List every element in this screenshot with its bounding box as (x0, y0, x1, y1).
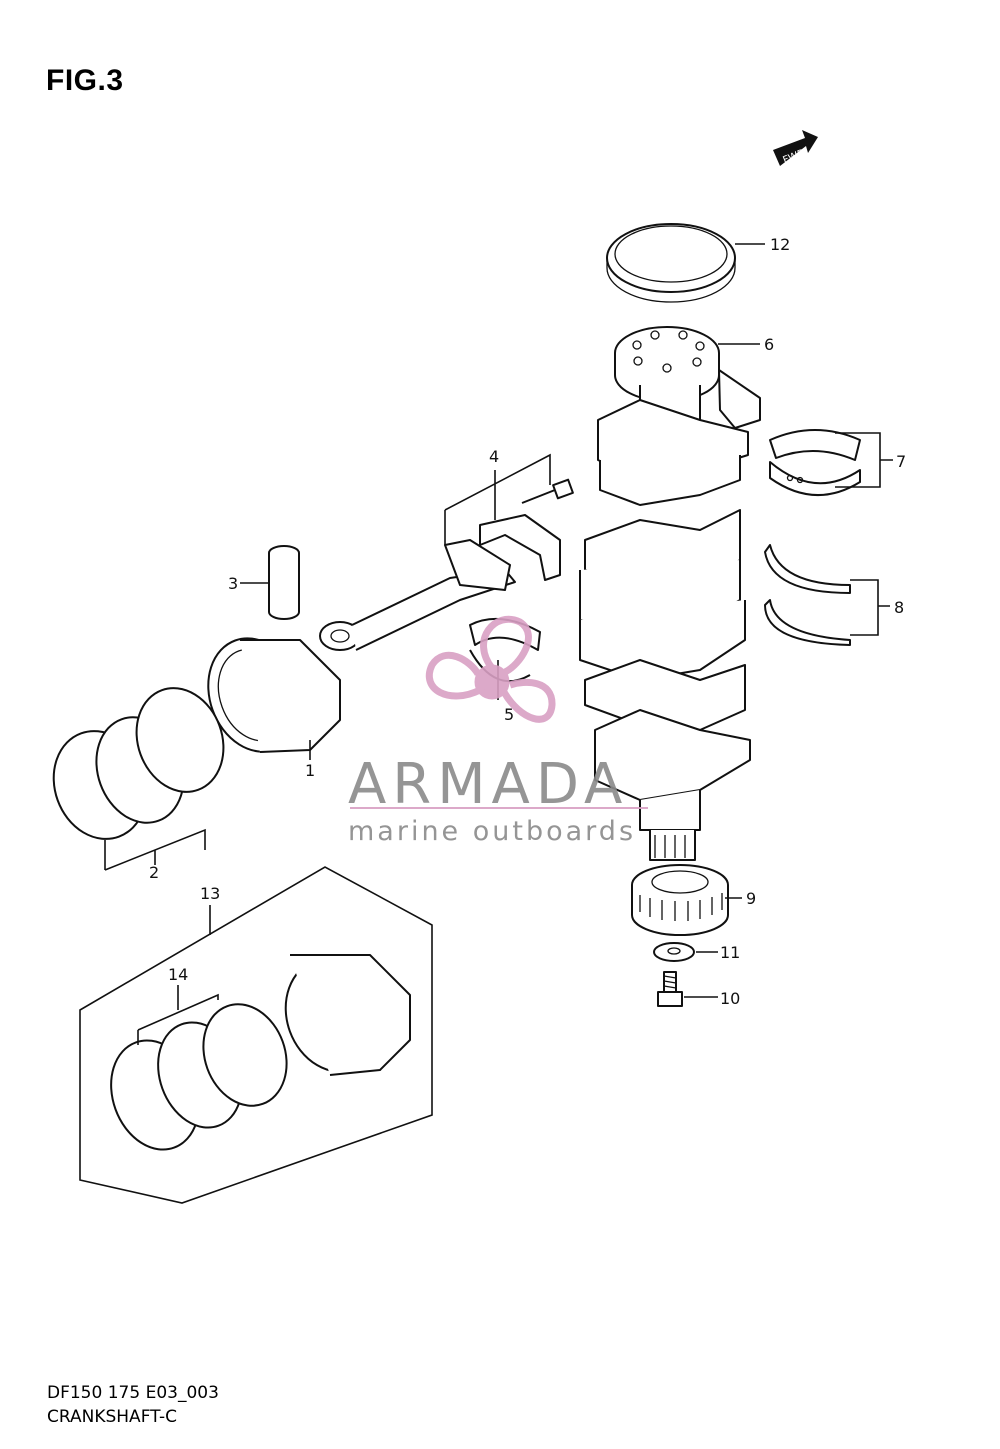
washer-part (653, 942, 695, 962)
callout-9: 9 (746, 889, 756, 908)
callout-11: 11 (720, 943, 740, 962)
conrod-cap-part (479, 478, 574, 581)
watermark-brand: ARMADA (348, 752, 628, 817)
armada-watermark: ARMADA marine outboards (348, 615, 648, 847)
section-name: CRANKSHAFT-C (47, 1407, 177, 1427)
callout-6: 6 (764, 335, 774, 354)
leader-lines (104, 243, 893, 1045)
piston-rings-part (52, 687, 225, 840)
callout-12: 12 (770, 235, 790, 254)
thrust-washer-part (764, 544, 851, 646)
callout-10: 10 (720, 989, 740, 1008)
watermark-tagline: marine outboards (348, 816, 636, 847)
callout-14: 14 (168, 965, 188, 984)
fwd-arrow-icon: FWD (773, 130, 818, 166)
main-bearing-part (769, 429, 861, 497)
callout-4: 4 (489, 447, 499, 466)
callout-3: 3 (228, 574, 238, 593)
callout-5: 5 (504, 705, 514, 724)
piston-set-box (79, 866, 433, 1204)
callout-1: 1 (305, 761, 315, 780)
crankshaft-part (579, 326, 761, 861)
connecting-rod-part (319, 539, 516, 651)
callout-8: 8 (894, 598, 904, 617)
bolt-part (657, 971, 683, 1007)
piston-part (207, 637, 341, 753)
figure-title: FIG.3 (46, 64, 124, 97)
callout-7: 7 (896, 452, 906, 471)
oil-seal-part (606, 223, 736, 303)
model-code: DF150 175 E03_003 (47, 1383, 219, 1403)
piston-pin-part (268, 545, 300, 620)
propeller-logo-icon (426, 615, 556, 723)
callout-13: 13 (200, 884, 220, 903)
drive-gear-part (631, 864, 729, 936)
callout-2: 2 (149, 863, 159, 882)
callout-labels: 1 2 3 4 5 6 7 8 9 10 11 12 13 14 (149, 235, 906, 1008)
